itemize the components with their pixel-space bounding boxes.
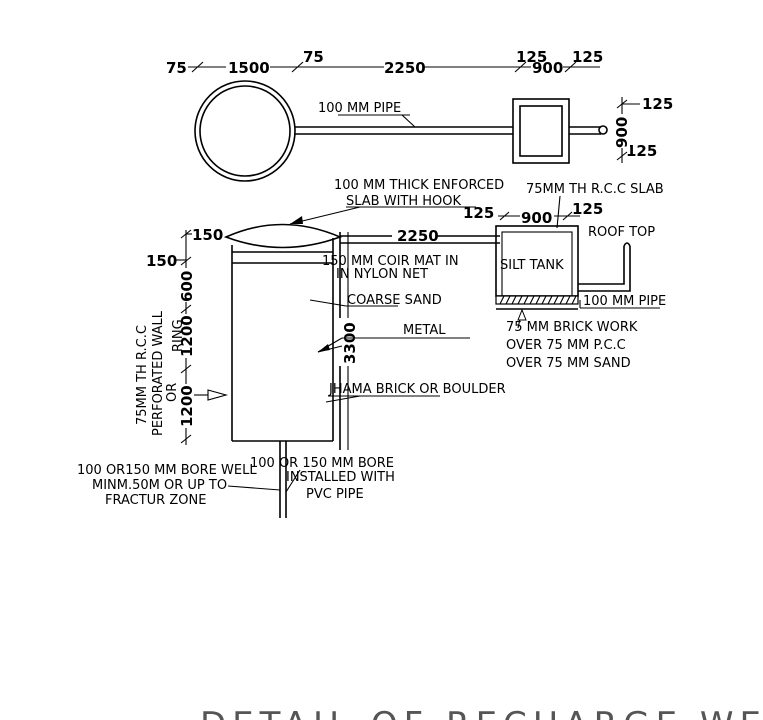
bore-left-label-2: MINM.50M OR UP TO	[92, 478, 227, 493]
silt-dim-tick	[499, 211, 510, 221]
plan-vert-tick	[616, 151, 628, 161]
rcc-slab-leader	[556, 195, 561, 229]
bore-left-leader	[227, 485, 281, 491]
plan-dim-125-right-top: 125	[642, 95, 673, 113]
dim-bg	[531, 60, 563, 74]
plan-view: 75 1500 75 2250 125 900 125 100 MM PIPE …	[166, 48, 673, 182]
sec-dim-125-left: 125	[463, 204, 494, 222]
plan-dim-2250: 2250	[384, 59, 426, 77]
sec-dim-2250: 2250	[397, 227, 439, 245]
silt-tank-base-hatch	[499, 295, 577, 305]
pipe-label: 100 MM PIPE	[583, 294, 666, 309]
roof-top-label: ROOF TOP	[588, 225, 655, 240]
dim-bg	[177, 268, 195, 302]
plan-dim-900: 900	[532, 59, 563, 77]
silt-tank-base	[495, 295, 579, 305]
roof-pipe-bend	[623, 242, 631, 247]
metal-arrow	[318, 344, 330, 352]
brick-label-2: OVER 75 MM P.C.C	[506, 338, 626, 353]
sec-dim-150-top: 150	[192, 226, 223, 244]
rcc-slab-label: 75MM TH R.C.C SLAB	[526, 182, 664, 197]
jhama-label: JHAMA BRICK OR BOULDER	[328, 382, 506, 397]
plan-dim-125-b: 125	[572, 48, 603, 66]
dim-bg	[384, 60, 424, 74]
bore-left-label-1: 100 OR150 MM BORE WELL	[77, 463, 257, 478]
bore-left-label-3: FRACTUR ZONE	[105, 493, 206, 508]
dim-bg	[177, 314, 195, 358]
sec-dim-600: 600	[178, 271, 196, 302]
bore-right-label-1: 100 OR 150 MM BORE	[250, 456, 394, 471]
coarse-sand-label: COARSE SAND	[347, 293, 442, 308]
drawing-title: DETAIL OF RECHARGE WELL	[200, 705, 763, 720]
plan-dim-75-left: 75	[166, 59, 187, 77]
plan-tick	[191, 61, 204, 73]
plan-dim-75-mid: 75	[303, 48, 324, 66]
plan-tick	[564, 61, 577, 73]
wall-arrow	[207, 389, 229, 401]
plan-dim-1500: 1500	[228, 59, 270, 77]
plan-dim-900-vert: 900	[613, 117, 631, 148]
wall-label-3: OR	[165, 383, 180, 402]
left-dim-tick	[180, 434, 192, 444]
sec-dim-150-left: 150	[146, 252, 177, 270]
brick-label-1: 75 MM BRICK WORK	[506, 320, 638, 335]
plan-dim-125-right-bot: 125	[626, 142, 657, 160]
silt-tank-label: SILT TANK	[500, 258, 564, 273]
plan-pipe-label: 100 MM PIPE	[318, 101, 401, 116]
sec-dim-125-right: 125	[572, 200, 603, 218]
slab-arrow	[290, 216, 303, 224]
coir-label-1: 150 MM COIR MAT IN	[322, 254, 459, 269]
metal-label: METAL	[403, 323, 446, 338]
sec-dim-1200-a: 1200	[178, 315, 196, 357]
bore-right-leader	[285, 469, 301, 493]
well-outer-ring	[194, 80, 296, 182]
bore-right-label-3: PVC PIPE	[306, 487, 364, 502]
left-dim-tick	[180, 256, 192, 266]
silt-tank-inner	[519, 105, 563, 157]
bore-right-label-2: INSTALLED WITH	[286, 470, 395, 485]
dim-bg	[612, 114, 630, 148]
silt-dim-tick	[562, 211, 573, 221]
dim-bg	[338, 318, 358, 366]
well-inner-ring	[199, 85, 291, 177]
plan-dim-125-a: 125	[516, 48, 547, 66]
left-dim-tick	[180, 304, 192, 314]
wall-label-1: 75MM TH R.C.C	[135, 325, 150, 425]
dim-bg	[392, 230, 436, 242]
brick-arrow	[517, 308, 527, 321]
wall-label-4: RING	[171, 319, 186, 352]
dome-slab	[223, 223, 343, 249]
dim-bg	[177, 384, 195, 428]
left-dim-tick	[180, 364, 192, 374]
dim-bg	[520, 210, 554, 224]
outlet-pipe-end	[598, 125, 608, 135]
plan-tick	[291, 61, 304, 73]
roof-pipe	[578, 246, 631, 292]
slab-label-2: SLAB WITH HOOK	[346, 194, 462, 209]
sec-dim-900: 900	[521, 209, 552, 227]
plan-tick	[514, 61, 527, 73]
brick-label-3: OVER 75 MM SAND	[506, 356, 631, 371]
sec-dim-1200-b: 1200	[178, 385, 196, 427]
slab-label-1: 100 MM THICK ENFORCED	[334, 178, 504, 193]
section-view: 100 MM THICK ENFORCED SLAB WITH HOOK 75M…	[77, 178, 666, 518]
sec-dim-3300: 3300	[341, 322, 359, 364]
wall-label-2: PERFORATED WALL	[151, 310, 166, 436]
dim-bg	[226, 60, 270, 74]
coir-label-2: IN NYLON NET	[336, 267, 428, 282]
pipe-leader	[401, 114, 416, 128]
silt-tank-outer	[512, 98, 570, 164]
jhama-leader	[325, 395, 361, 403]
coarse-sand-leader	[309, 299, 347, 307]
